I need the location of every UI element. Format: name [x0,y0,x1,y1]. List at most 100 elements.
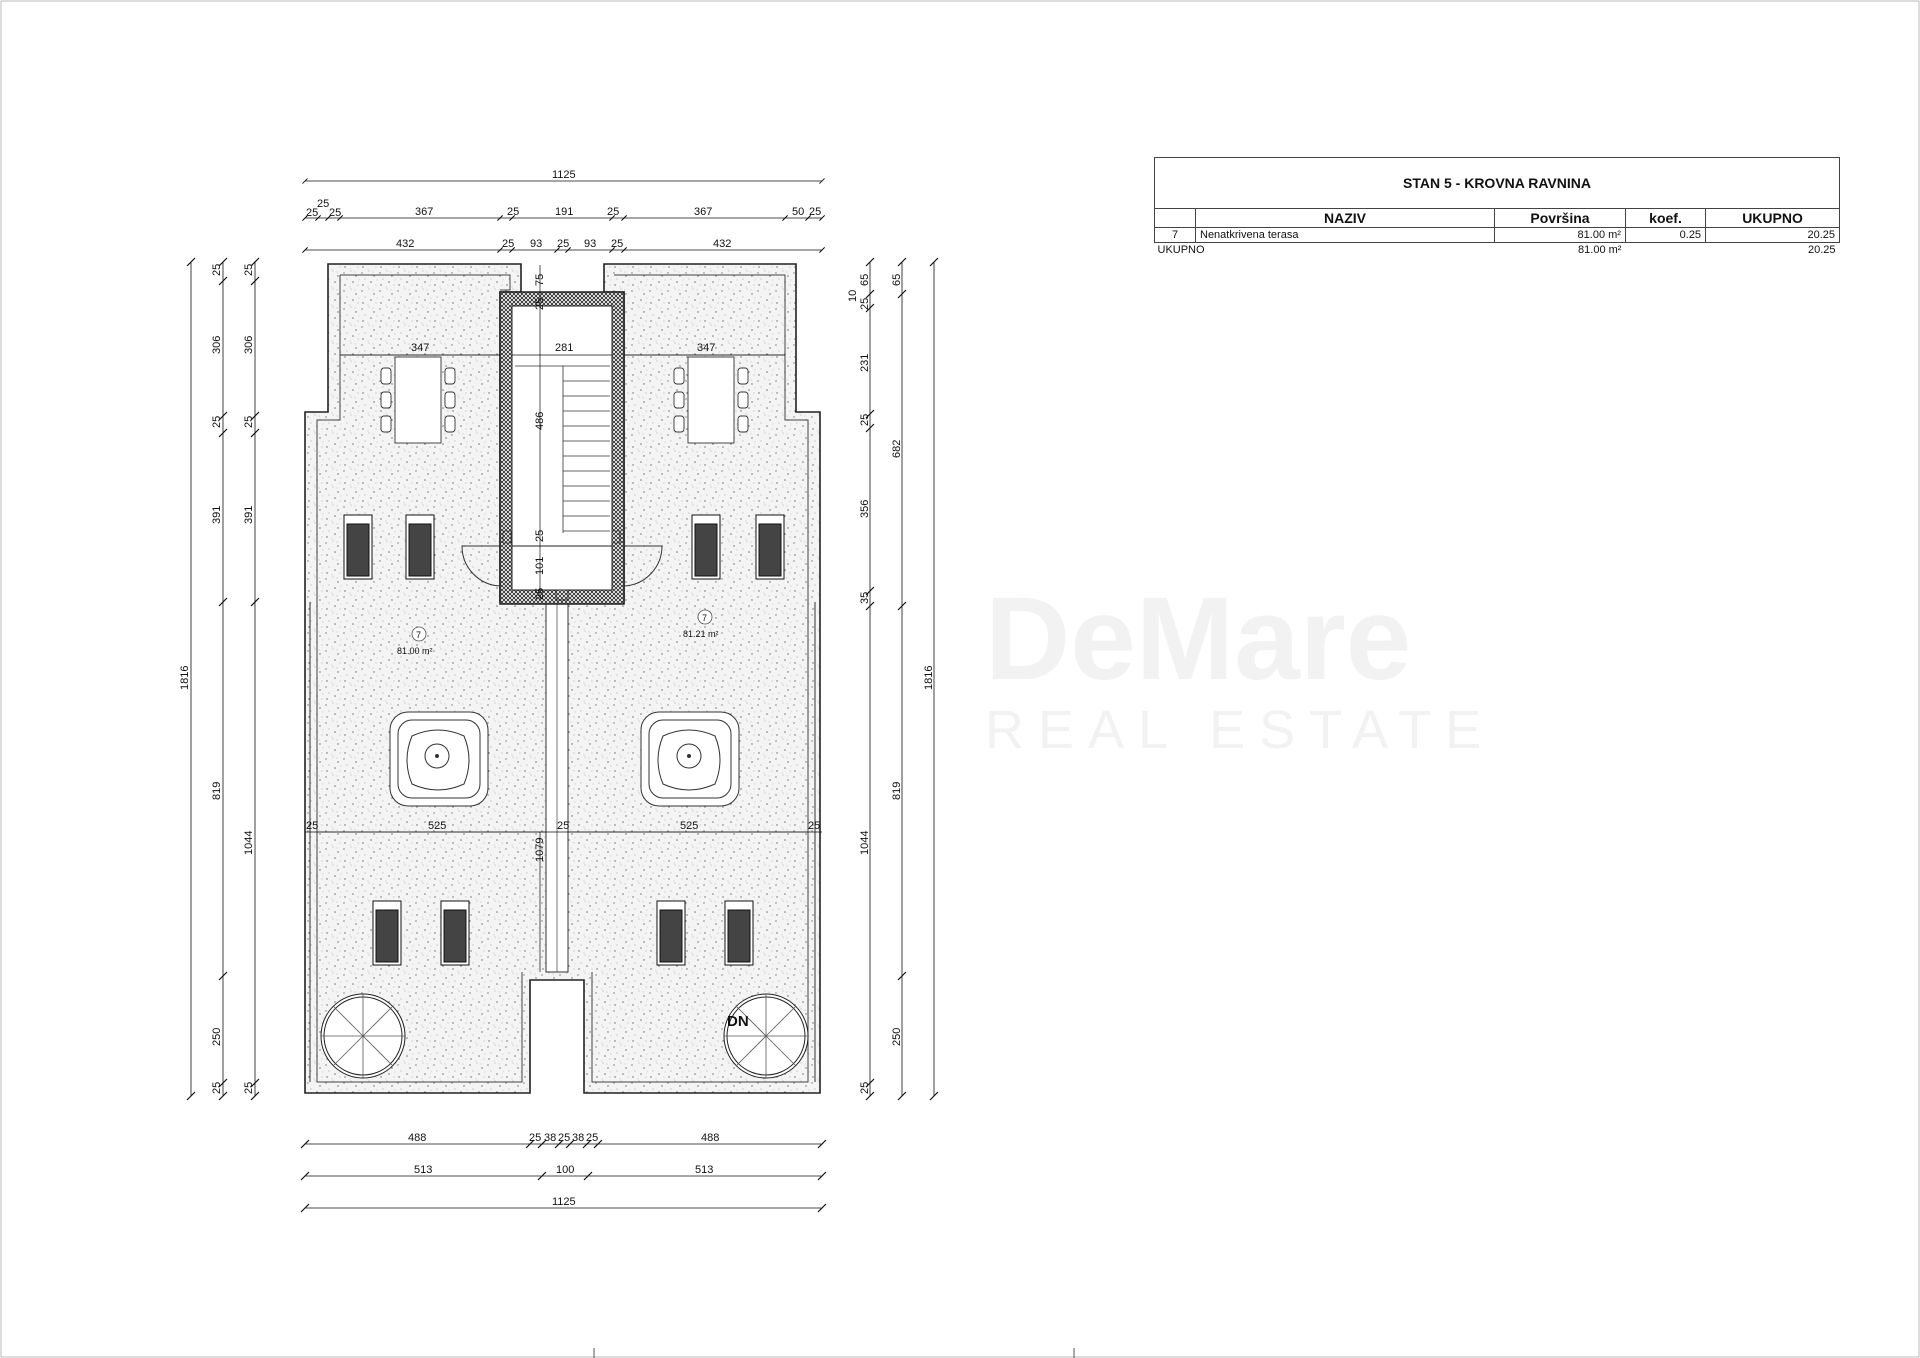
room-tag-left: 7 81.00 m² [397,626,433,656]
dim-left-c3-3: 391 [243,506,255,524]
dim-stair-bottom-wall: 25 [534,588,546,600]
dim-left-c2-0: 25 [211,264,223,276]
dim-left-c2-2: 25 [211,416,223,428]
dim-top-r2-5: 25 [611,238,623,250]
col-header-no [1154,208,1196,228]
table-title: STAN 5 - KROVNA RAVNINA [1154,157,1840,209]
dim-left-c3-4: 1044 [243,831,255,855]
dim-stair-mid-wall: 25 [534,530,546,542]
dimensions-right [869,262,935,1096]
dim-top-r2-1: 25 [502,238,514,250]
dim-left-c3-1: 306 [243,336,255,354]
dim-right-c1-7: 25 [859,1082,871,1094]
table-header-row: NAZIV Površina koef. UKUPNO [1154,208,1840,228]
dimensions-bottom [305,1143,822,1209]
dim-right-c1-2: 231 [859,354,871,372]
dim-right-c3-0: 65 [891,274,903,286]
dim-top-r1-4: 25 [507,206,519,218]
dim-top-r2-4: 93 [584,238,596,250]
dim-right-c2-2: 819 [891,782,903,800]
dim-top-small: 25 [317,198,329,210]
dim-left-c2-4: 819 [211,782,223,800]
dim-left-dining: 347 [411,342,429,354]
dimension-ticks-left [186,257,260,1101]
dimensions-left [190,262,256,1096]
dim-right-c1-6: 1044 [859,831,871,855]
dimension-ticks-right [865,257,939,1101]
dim-top-r1-9: 25 [809,206,821,218]
sun-loungers [343,514,785,966]
room-number: 7 [416,630,421,640]
left-spiral-stair [320,993,406,1079]
dim-stair-top-wall: 25 [534,298,546,310]
dim-right-c1-top: 65 [859,274,871,286]
row-total: 20.25 [1705,227,1840,243]
dim-top-r1-8: 50 [792,206,804,218]
dim-top-r2-2: 93 [530,238,542,250]
summary-label: UKUPNO [1157,244,1205,256]
dim-top-r2-3: 25 [557,238,569,250]
right-hot-tub [640,711,740,807]
dim-right-c1-0: 10 [847,290,859,302]
dim-bot-r1-3: 25 [558,1132,570,1144]
dim-bot-r2-1: 100 [556,1164,574,1176]
dim-stair-mid: 101 [534,557,546,575]
left-hot-tub [389,711,489,807]
dim-mid-height: 1079 [534,838,546,862]
dim-left-c2-3: 391 [211,506,223,524]
table-row: 7 Nenatkrivena terasa 81.00 m² 0.25 20.2… [1154,227,1840,243]
dim-bot-r1-6: 488 [701,1132,719,1144]
room-area: 81.00 m² [397,646,433,656]
dim-bot-r2-0: 513 [414,1164,432,1176]
dim-top-r2-6: 432 [713,238,731,250]
room-tag-right: 7 81.21 m² [683,609,719,639]
dim-right-overall: 1816 [923,666,935,690]
dim-right-c1-4: 356 [859,500,871,518]
dim-left-overall: 1816 [179,666,191,690]
stair-dn-label: DN [727,1013,749,1030]
area-schedule-table: STAN 5 - KROVNA RAVNINA NAZIV Površina k… [1154,157,1840,257]
dim-right-c1-3: 25 [859,414,871,426]
dim-bot-r1-2: 38 [544,1132,556,1144]
col-header-total: UKUPNO [1705,208,1840,228]
stair-core [461,291,663,605]
row-coef: 0.25 [1624,227,1707,243]
dim-top-r1-7: 367 [694,206,712,218]
dim-right-c1-1: 25 [859,298,871,310]
demare-watermark: DeMare REAL ESTATE [985,580,1495,763]
dim-left-c2-6: 25 [211,1082,223,1094]
dimensions-inner [305,265,822,972]
dim-bot-r1-0: 488 [408,1132,426,1144]
dim-top-r1-2: 25 [329,207,341,219]
dimension-ticks-bottom [300,1139,827,1213]
dim-right-width: 525 [680,820,698,832]
dim-stair-length: 486 [534,412,546,430]
dim-bot-r1-5: 25 [586,1132,598,1144]
summary-total: 20.25 [1807,244,1836,256]
dim-left-c3-0: 25 [243,264,255,276]
dim-bot-r1-1: 25 [529,1132,541,1144]
dim-top-r2-0: 432 [396,238,414,250]
dim-bot-r1-4: 38 [572,1132,584,1144]
dim-right-c2-3: 250 [891,1028,903,1046]
dim-top-r1-5: 191 [555,206,573,218]
col-header-area: Površina [1494,208,1626,228]
col-header-name: NAZIV [1195,208,1495,228]
dim-left-c2-1: 306 [211,336,223,354]
dim-right-dining: 347 [697,342,715,354]
col-header-coef: koef. [1624,208,1707,228]
summary-area: 81.00 m² [1578,244,1622,256]
room-area: 81.21 m² [683,629,719,639]
dim-left-width: 525 [428,820,446,832]
row-area: 81.00 m² [1494,227,1626,243]
dim-bot-overall: 1125 [552,1196,576,1208]
right-spiral-stair [723,993,809,1079]
row-name: Nenatkrivena terasa [1195,227,1495,243]
dim-stair-top: 75 [534,274,546,286]
right-dining-set [673,356,749,444]
dim-right-c1-5: 35 [859,592,871,604]
dim-top-r1-0: 25 [306,207,318,219]
dim-bot-r2-2: 513 [695,1164,713,1176]
